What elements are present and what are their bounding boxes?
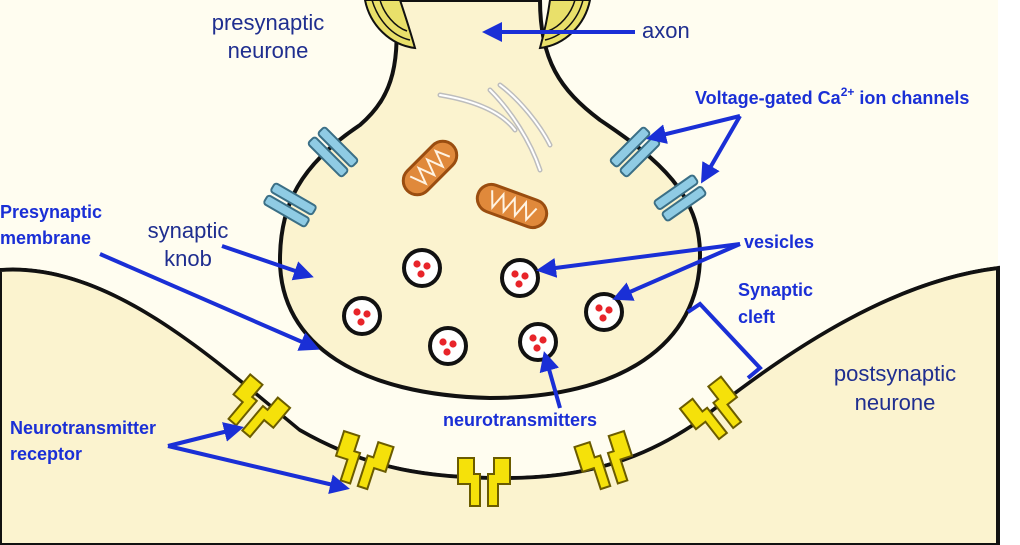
ca-channel-arrow [700,114,742,184]
synaptic-cleft-label-2: cleft [738,307,775,327]
presynaptic-membrane-label-1: Presynaptic [0,202,102,222]
margin-strip [998,0,1020,545]
receptors-group [227,373,743,507]
receptor-label-1: Neurotransmitter [10,418,156,438]
postsynaptic-neurone-label-2: neurone [855,390,936,415]
presynaptic-membrane-label-2: membrane [0,228,91,248]
neurotransmitter-molecule [533,344,541,352]
presynaptic-neurone-label-1: presynaptic [212,10,325,35]
receptor-arrow [167,422,244,448]
label-arrows [99,22,742,495]
neurotransmitter-molecule [417,270,425,278]
calcium-channel [263,182,317,228]
vesicles-group [342,248,624,366]
axon-label: axon [642,18,690,43]
neurotransmitter-molecule [599,314,607,322]
calcium-channel [307,126,359,178]
neurotransmitter-receptor [573,429,634,491]
synaptic-cleft-label-1: Synaptic [738,280,813,300]
neurotransmitter-molecule [353,308,361,316]
postsynaptic-neurone-label-1: postsynaptic [834,361,956,386]
neurotransmitter-receptor [457,457,511,507]
cleft-bracket [686,301,763,380]
vesicle [428,326,468,366]
neurotransmitter-molecule [515,280,523,288]
neurotransmitter-molecule [443,348,451,356]
vesicle [402,248,442,288]
vesicle [500,258,540,298]
mitochondrion [401,139,459,197]
synaptic-knob-arrow [221,244,314,281]
neurotransmitter-molecule [529,334,537,342]
vesicle [342,296,382,336]
neurotransmitter-molecule [521,272,529,280]
presynaptic-membrane-arrow [99,252,320,351]
vesicle [584,292,624,332]
neurotransmitter-molecule [357,318,365,326]
neurotransmitters-label: neurotransmitters [443,410,597,430]
vesicles-arrow [536,242,741,278]
neurotransmitter-receptor [334,429,395,491]
ca-channels-label: Voltage-gated Ca2+ ion channels [695,85,969,108]
neurotransmitter-molecule [539,336,547,344]
mitochondrion [475,182,549,230]
synaptic-knob-label-2: knob [164,246,212,271]
neurotransmitter-molecule [363,310,371,318]
ca-channel-arrow [646,114,741,144]
presynaptic-neurone-label-2: neurone [228,38,309,63]
calcium-channel [653,174,707,222]
synaptic-knob-label-1: synaptic [148,218,229,243]
myelin-sheath [363,0,592,50]
receptor-label-2: receptor [10,444,82,464]
neurotransmitter-molecule [449,340,457,348]
neurotransmitter-molecule [605,306,613,314]
neurotransmitter-molecule [511,270,519,278]
neurotransmitter-receptor [678,375,743,441]
vesicles-arrow [612,242,741,301]
neurotransmitter-molecule [595,304,603,312]
receptor-arrow [167,444,350,495]
neurotransmitter-molecule [423,262,431,270]
vesicles-label: vesicles [744,232,814,252]
microtubules [437,82,553,173]
neurotransmitters-arrow [539,351,562,409]
neurotransmitter-molecule [439,338,447,346]
neurotransmitter-molecule [413,260,421,268]
vesicle [518,322,558,362]
